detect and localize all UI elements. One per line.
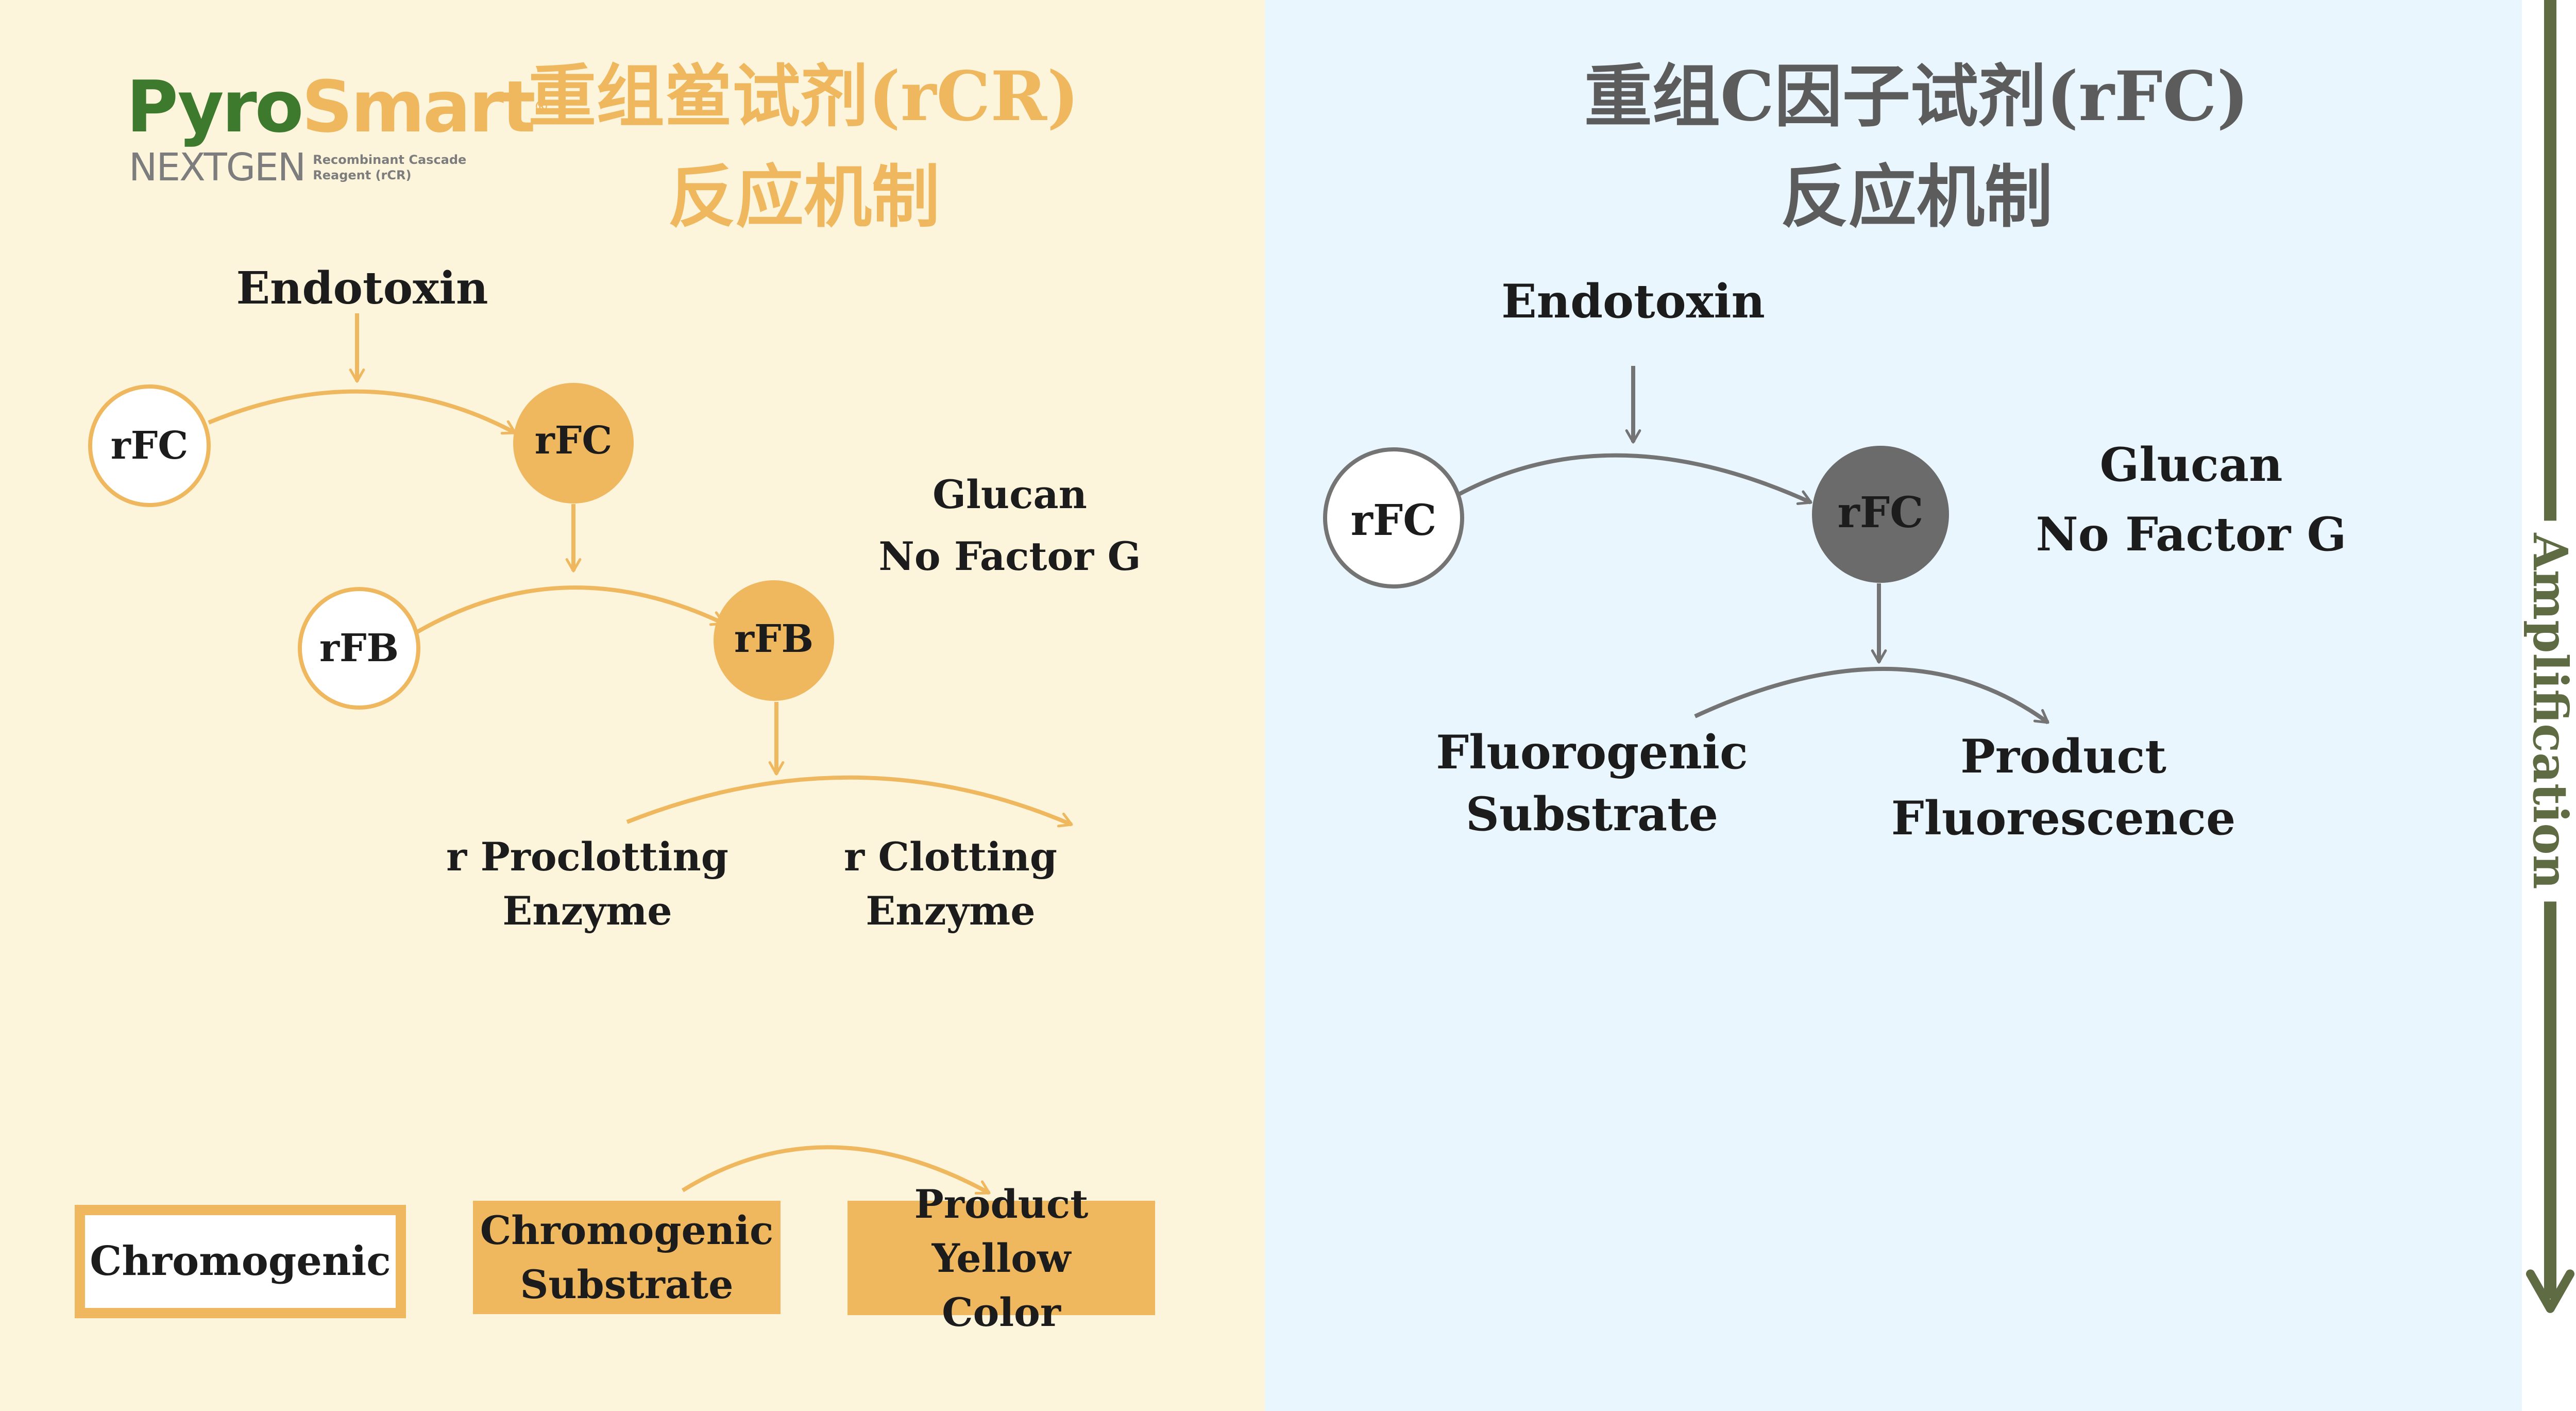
rcr-rfc-activation-arrow [208,389,517,435]
product-fluorescence-line2: Fluorescence [1891,791,2236,846]
logo-nextgen: NEXTGEN Recombinant Cascade Reagent (rCR… [129,147,466,188]
fluorogenic-substrate-line1: Fluorogenic [1436,725,1748,780]
rfc-endotoxin-label: Endotoxin [1501,274,1765,329]
chromogenic-substrate-label: Chromogenic Substrate [480,1203,773,1312]
amplification-label: Amplification [2522,520,2576,902]
rcr-rfb-active-circle [714,580,834,701]
rfc-activation-arrow [1457,453,1812,505]
rfc-inactive-circle [1323,447,1464,589]
rcr-endotoxin-label: Endotoxin [236,262,488,314]
rcr-clotting-label: r Clotting Enzyme [844,830,1057,938]
product-yellow-line1: Product Yellow [914,1181,1089,1281]
product-fluorescence-line1: Product [1960,729,2166,784]
logo-brand-orange: Smart [301,65,536,148]
rcr-title-line2: 反应机制 [668,157,940,237]
rcr-rfb-inactive-label: rFB [319,626,399,670]
rfc-active-circle [1812,446,1949,583]
chromogenic-method-label: Chromogenic [90,1238,391,1285]
rfc-substrate-arrow [1694,667,2049,725]
logo-registered-mark: ® [533,98,549,116]
rcr-proclotting-line2: Enzyme [502,888,672,934]
chromogenic-substrate-line2: Substrate [520,1262,734,1307]
rcr-clotting-line2: Enzyme [866,888,1036,934]
rfc-glucan-label: Glucan [2099,438,2283,492]
pyrosmart-logo: PyroSmart® [126,66,549,148]
logo-description: Recombinant Cascade Reagent (rCR) [313,152,466,183]
chromogenic-substrate-box: Chromogenic Substrate [473,1201,781,1314]
product-fluorescence-label: Product Fluorescence [1891,726,2235,849]
product-yellow-line2: Color [942,1289,1061,1335]
rcr-no-factor-g-label: No Factor G [878,533,1141,579]
rcr-proclotting-line1: r Proclotting [446,834,728,880]
rcr-substrate-arrow [681,1145,991,1195]
rcr-rfc-active-circle [513,383,634,503]
rcr-glucan-label: Glucan [933,472,1087,517]
rfc-title-line2: 反应机制 [1781,157,2053,237]
rcr-rfb-activation-arrow [411,585,725,637]
rfc-inactive-label: rFC [1350,496,1437,545]
logo-nextgen-text: NEXTGEN [129,145,306,190]
rcr-clotting-line1: r Clotting [843,834,1058,880]
rcr-rfb-inactive-circle [298,587,420,710]
rfc-no-factor-g-label: No Factor G [2036,507,2347,562]
rfc-title-line1: 重组C因子试剂(rFC) [1584,57,2249,137]
logo-desc-line2: Reagent (rCR) [313,168,412,182]
rfc-active-label: rFC [1837,488,1924,537]
chromogenic-substrate-line1: Chromogenic [480,1207,774,1253]
rcr-title-line1: 重组鲎试剂(rCR) [528,57,1079,137]
rcr-panel [0,0,1265,1411]
rcr-rfc-inactive-label: rFC [110,424,189,468]
rfc-panel [1265,0,2522,1411]
rcr-rfc-inactive-circle [88,384,211,507]
product-yellow-box: Product Yellow Color [848,1181,1155,1335]
rcr-rfb-active-label: rFB [734,617,814,661]
logo-brand-green: Pyro [126,65,304,148]
rcr-rfc-active-label: rFC [534,418,613,463]
rcr-proclotting-label: r Proclotting Enzyme [446,830,728,938]
fluorogenic-substrate-label: Fluorogenic Substrate [1436,721,1748,845]
product-yellow-label: Product Yellow Color [848,1177,1155,1339]
fluorogenic-substrate-line2: Substrate [1465,787,1719,842]
rcr-clotting-arrow [626,775,1073,828]
chromogenic-method-box: Chromogenic [75,1205,406,1318]
logo-desc-line1: Recombinant Cascade [313,153,467,167]
